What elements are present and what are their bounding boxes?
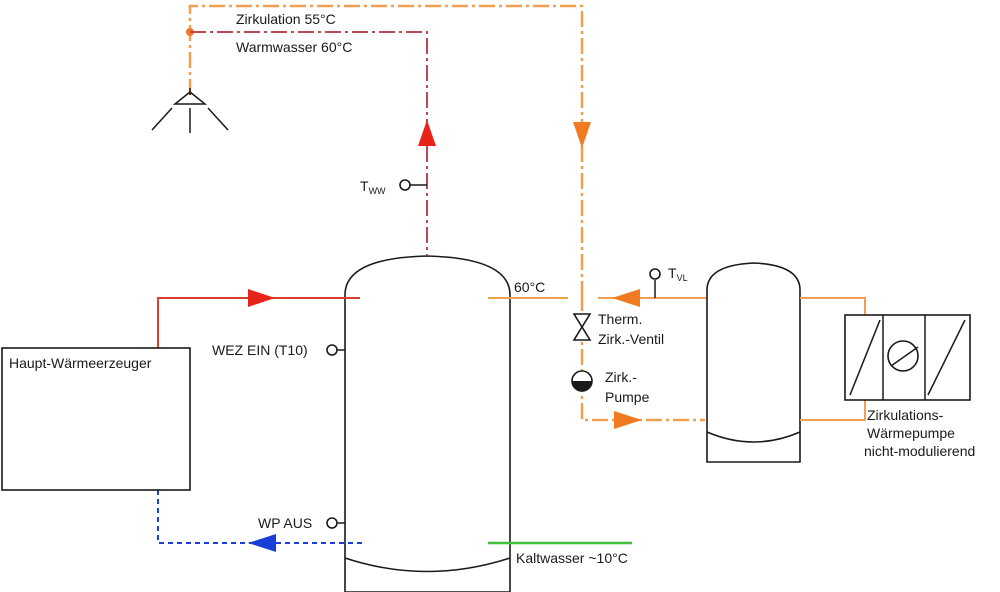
hot-feed-line bbox=[157, 297, 360, 348]
label-wp-1: Zirkulations- bbox=[867, 407, 944, 423]
warmwater-line bbox=[190, 31, 428, 255]
label-tvl: TVL bbox=[668, 265, 688, 283]
label-wp-aus: WP AUS bbox=[258, 515, 312, 531]
circulation-pump-icon bbox=[571, 370, 593, 392]
tvl-sensor bbox=[649, 268, 661, 298]
label-pumpe-2: Pumpe bbox=[605, 389, 650, 405]
storage-tank bbox=[344, 255, 511, 592]
flow-arrow-left-blue bbox=[248, 534, 276, 552]
label-tww: TWW bbox=[360, 178, 386, 196]
tww-sensor bbox=[399, 179, 427, 191]
label-therm-2: Zirk.-Ventil bbox=[598, 331, 664, 347]
label-haupt: Haupt-Wärmeerzeuger bbox=[9, 355, 152, 371]
thermostatic-valve-icon bbox=[572, 313, 592, 341]
label-zirkulation: Zirkulation 55°C bbox=[236, 11, 336, 27]
label-wez-ein: WEZ EIN (T10) bbox=[212, 342, 308, 358]
heatpump-loop-bottom bbox=[800, 400, 866, 421]
label-temp-60: 60°C bbox=[514, 279, 545, 295]
wp-aus-sensor bbox=[326, 517, 345, 529]
shower-head-icon bbox=[151, 88, 229, 133]
flow-arrow-right-red bbox=[248, 289, 275, 307]
heatpump-unit bbox=[844, 314, 971, 401]
label-kaltwasser: Kaltwasser ~10°C bbox=[516, 550, 628, 566]
flow-arrow-up bbox=[418, 120, 436, 146]
label-therm-1: Therm. bbox=[598, 311, 642, 327]
label-warmwasser: Warmwasser 60°C bbox=[236, 39, 352, 55]
flow-arrow-right-orange bbox=[614, 411, 642, 429]
circulation-line bbox=[188, 4, 584, 295]
label-wp-2: Wärmepumpe bbox=[867, 425, 955, 441]
flow-arrow-left-orange bbox=[612, 289, 640, 307]
main-heat-generator bbox=[1, 347, 191, 491]
wez-ein-sensor bbox=[326, 344, 345, 356]
heatpump-loop-top bbox=[800, 297, 866, 315]
flow-arrow-down bbox=[573, 122, 591, 148]
label-pumpe-1: Zirk.- bbox=[605, 369, 637, 385]
cold-return-line bbox=[157, 490, 362, 544]
heatpump-tank bbox=[706, 262, 801, 463]
label-wp-3: nicht-modulierend bbox=[864, 443, 975, 459]
